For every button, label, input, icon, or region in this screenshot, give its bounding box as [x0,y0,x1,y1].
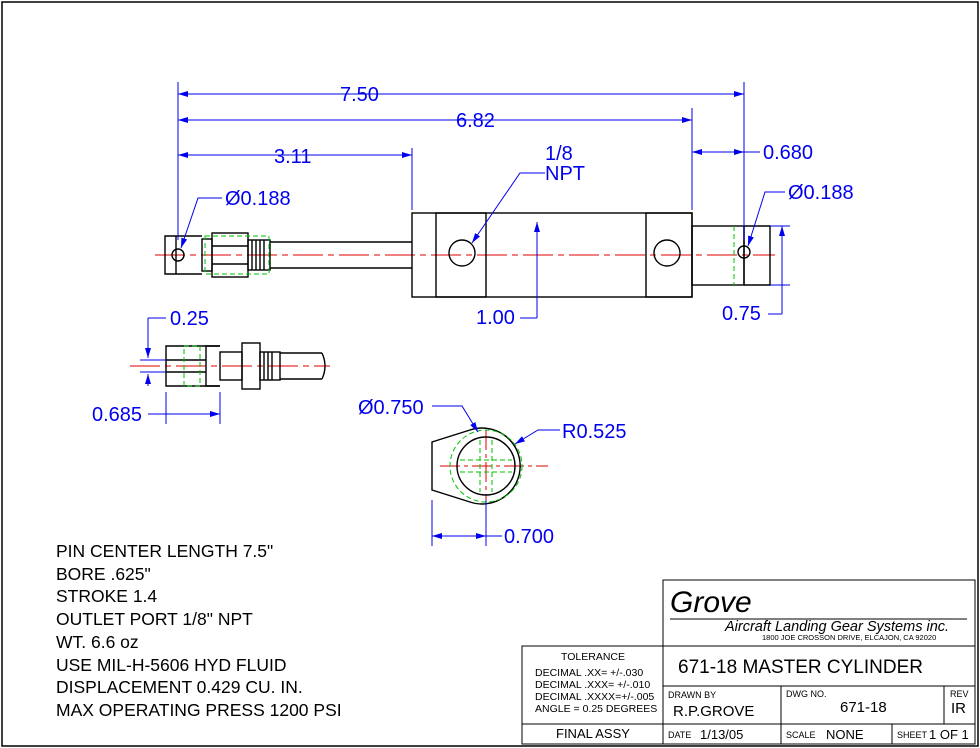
eye-detail-view [431,427,548,505]
dim-clevis-height: 0.75 [722,303,761,325]
tolerance-line: ANGLE = 0.25 DEGREES [535,703,657,715]
dim-rod-extension: 3.11 [274,146,311,168]
note-line: BORE .625" [56,564,151,584]
clevis-dimensions [140,317,221,424]
dim-slot-width: 0.25 [170,308,209,330]
dim-pin-to-port: 6.82 [456,110,495,132]
company-name: Aircraft Landing Gear Systems inc. [724,619,949,635]
dim-rod-end-hole: Ø0.188 [225,188,291,210]
tolerance-line: DECIMAL .XXXX=+/-.005 [535,691,654,703]
main-dimensions [177,82,790,319]
company-logo: Grove [670,586,752,619]
dim-overall: 7.50 [340,84,379,106]
eye-dimensions [431,405,560,546]
sheet-value: 1 OF 1 [929,727,969,742]
scale-label: SCALE [786,730,816,740]
scale-value: NONE [826,727,864,742]
title-block [521,579,976,745]
dim-port-label-line2: NPT [545,163,585,185]
final-assy: FINAL ASSY [556,726,630,741]
company-address: 1800 JOE CROSSON DRIVE, ELCAJON, CA 9202… [762,633,936,642]
tolerance-line: DECIMAL .XX= +/-.030 [535,667,643,679]
rev-label: REV [950,689,969,699]
dwg-no-label: DWG NO. [786,689,827,699]
notes-block: PIN CENTER LENGTH 7.5" BORE .625" STROKE… [56,541,342,720]
dim-eye-bore: Ø0.750 [358,397,424,419]
dim-eye-width: 0.700 [504,526,554,548]
drawn-by-value: R.P.GROVE [673,703,754,720]
clevis-detail-view [130,342,330,390]
date-label: DATE [668,730,691,740]
note-line: MAX OPERATING PRESS 1200 PSI [56,700,342,720]
dim-eye-radius: R0.525 [562,421,627,443]
dim-clevis-offset: 0.680 [763,142,813,164]
note-line: DISPLACEMENT 0.429 CU. IN. [56,677,303,697]
sheet-label: SHEET [897,730,928,740]
note-line: USE MIL-H-5606 HYD FLUID [56,655,286,675]
dim-bore-height: 1.00 [476,307,515,329]
dim-clevis-hole: Ø0.188 [788,182,854,204]
note-line: PIN CENTER LENGTH 7.5" [56,541,273,561]
drawing-title: 671-18 MASTER CYLINDER [678,657,923,678]
date-value: 1/13/05 [700,727,743,742]
tolerance-line: DECIMAL .XXX= +/-.010 [535,679,650,691]
note-line: OUTLET PORT 1/8" NPT [56,609,253,629]
note-line: WT. 6.6 oz [56,632,139,652]
rev-value: IR [951,700,966,717]
drawn-by-label: DRAWN BY [668,690,716,700]
tolerance-heading: TOLERANCE [561,651,625,663]
cylinder-side-view [155,212,775,298]
dim-port-label-line1: 1/8 [545,143,573,165]
note-line: STROKE 1.4 [56,586,157,606]
dwg-no-value: 671-18 [840,699,887,716]
dim-slot-depth: 0.685 [92,404,142,426]
